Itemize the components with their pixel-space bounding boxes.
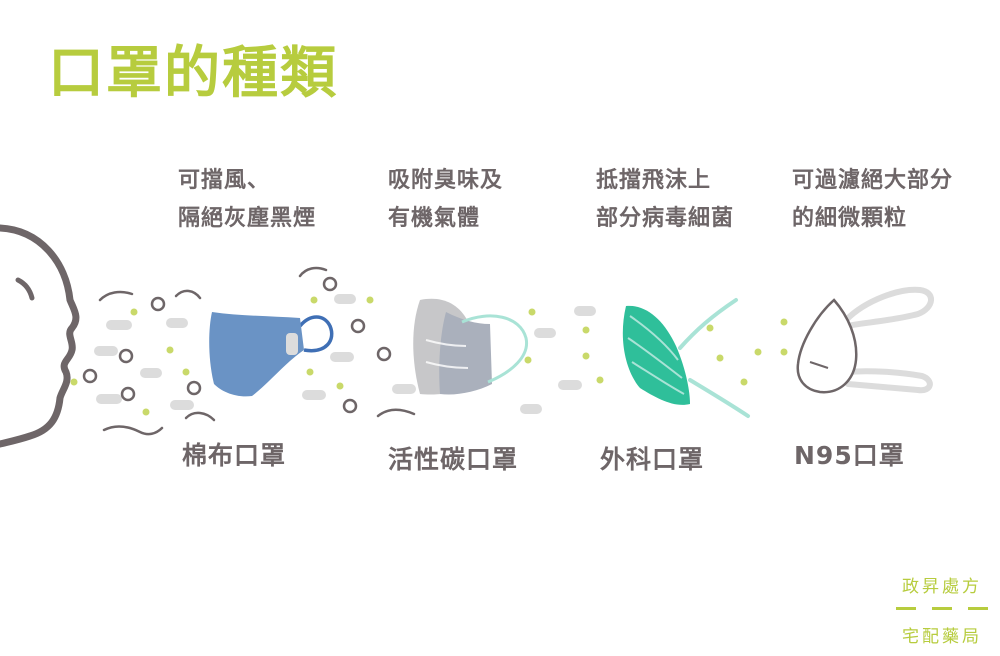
cotton-mask-description: 可擋風、 隔絕灰塵黑煙 bbox=[178, 162, 316, 238]
description-line: 隔絕灰塵黑煙 bbox=[178, 206, 317, 231]
surgical-mask-icon bbox=[622, 298, 750, 418]
brand-logo: 政昇處方 宅配藥局 bbox=[896, 572, 988, 647]
description-line: 部分病毒細菌 bbox=[596, 206, 735, 231]
brand-line-1: 政昇處方 bbox=[902, 577, 982, 597]
n95-mask-icon bbox=[796, 286, 934, 394]
n95-mask-description: 可過濾絕大部分 的細微顆粒 bbox=[792, 162, 953, 238]
particle-rings bbox=[82, 276, 392, 414]
air-flow-lines bbox=[98, 266, 416, 436]
face-profile-icon bbox=[0, 224, 80, 448]
carbon-mask-description: 吸附臭味及 有機氣體 bbox=[388, 162, 503, 238]
n95-mask-label: N95口罩 bbox=[794, 441, 905, 470]
breath-particles bbox=[94, 294, 596, 414]
description-line: 可過濾絕大部分 bbox=[792, 168, 954, 193]
page-title: 口罩的種類 bbox=[48, 41, 338, 106]
brand-line-2: 宅配藥局 bbox=[902, 627, 982, 647]
description-line: 有機氣體 bbox=[388, 206, 481, 231]
brand-divider bbox=[896, 607, 988, 610]
description-line: 抵擋飛沫上 bbox=[596, 168, 712, 193]
cotton-mask-label: 棉布口罩 bbox=[182, 441, 287, 470]
particle-dots bbox=[70, 296, 788, 416]
description-line: 可擋風、 bbox=[178, 168, 271, 193]
surgical-mask-description: 抵擋飛沫上 部分病毒細菌 bbox=[596, 162, 734, 238]
carbon-mask-label: 活性碳口罩 bbox=[388, 445, 519, 474]
description-line: 吸附臭味及 bbox=[388, 168, 504, 193]
carbon-mask-icon bbox=[413, 298, 529, 395]
eye-icon bbox=[15, 277, 35, 301]
cotton-mask-icon bbox=[209, 312, 334, 397]
description-line: 的細微顆粒 bbox=[792, 206, 908, 231]
surgical-mask-label: 外科口罩 bbox=[600, 445, 705, 474]
